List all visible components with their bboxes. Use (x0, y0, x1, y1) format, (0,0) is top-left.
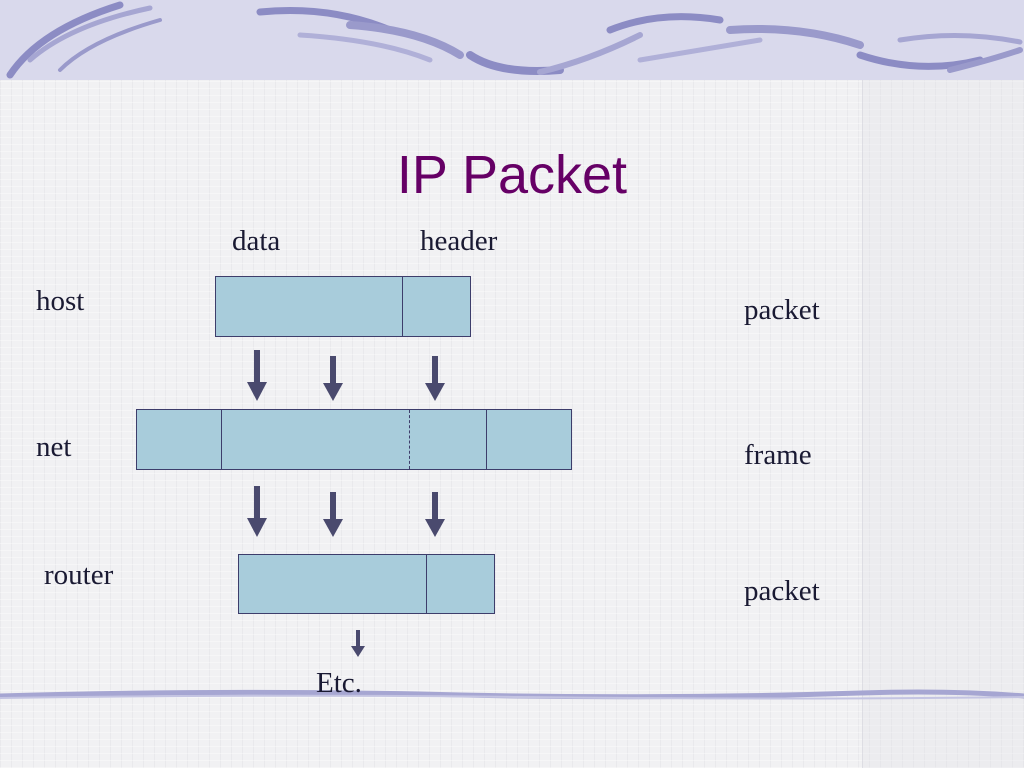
bottom-rule-decoration (0, 689, 1024, 700)
host-packet-box (215, 276, 471, 337)
slide-title: IP Packet (396, 145, 628, 205)
small-down-arrow-icon (351, 630, 365, 657)
router-packet-box (238, 554, 495, 614)
router-row-label: router (44, 559, 114, 591)
frame-trailer-divider (486, 410, 487, 469)
decorative-banner (0, 0, 1024, 80)
router-layer-label: packet (744, 575, 820, 607)
frame-data-header-boundary (409, 410, 410, 469)
router-data-header-divider (426, 555, 427, 613)
down-arrow-icon (247, 486, 267, 537)
host-row-label: host (36, 285, 85, 317)
down-arrow-icon (323, 492, 343, 537)
header-column-label: header (420, 225, 498, 257)
host-layer-label: packet (744, 294, 820, 326)
right-side-panel (862, 80, 1024, 768)
net-row-label: net (36, 431, 72, 463)
swirl-decoration (6, 1, 1023, 79)
down-arrow-icon (425, 492, 445, 537)
down-arrow-icon (425, 356, 445, 401)
net-layer-label: frame (744, 439, 812, 471)
frame-header-divider (221, 410, 222, 469)
net-frame-box (136, 409, 572, 470)
down-arrow-icon (323, 356, 343, 401)
data-column-label: data (232, 225, 281, 257)
host-data-header-divider (402, 277, 403, 336)
down-arrow-icon (247, 350, 267, 401)
etc-label: Etc. (316, 667, 362, 699)
